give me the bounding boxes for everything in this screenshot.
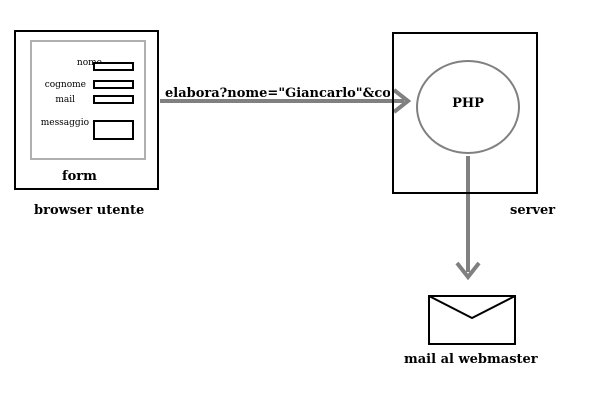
input-messaggio[interactable] [93, 120, 134, 140]
input-nome[interactable] [93, 62, 134, 71]
field-label-cognome: cognome [44, 80, 86, 90]
php-node: PHP [416, 60, 520, 154]
mail-arrow-head [455, 261, 481, 281]
browser-window [14, 30, 159, 190]
input-cognome[interactable] [93, 80, 134, 89]
php-label: PHP [452, 95, 484, 111]
browser-caption: browser utente [34, 203, 145, 218]
field-label-nome: nome [76, 58, 102, 68]
field-label-messaggio: messaggio [40, 118, 89, 128]
envelope-icon [428, 295, 516, 345]
request-arrow-head [392, 88, 412, 114]
field-label-mail: mail [55, 95, 75, 105]
input-mail[interactable] [93, 95, 134, 104]
form-panel [30, 40, 146, 160]
form-caption: form [62, 169, 97, 184]
server-box [392, 32, 538, 194]
server-caption: server [510, 203, 556, 218]
mail-caption: mail al webmaster [404, 352, 538, 367]
request-url-text: elabora?nome="Giancarlo"&co [165, 86, 390, 101]
